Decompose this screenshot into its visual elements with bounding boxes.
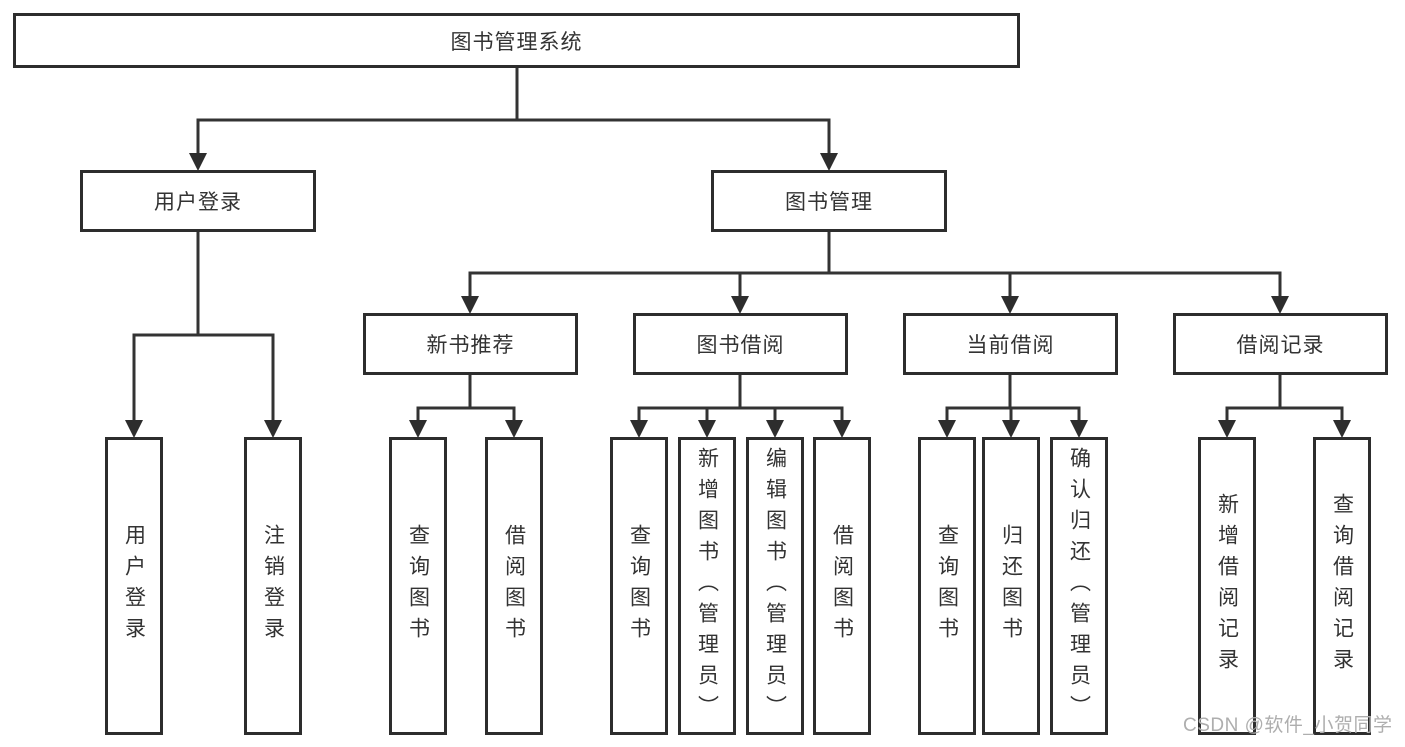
arrowhead xyxy=(630,420,648,438)
arrowhead xyxy=(461,296,479,314)
node-leaf-query-books-recommend: 查询图书 xyxy=(389,437,447,735)
connector-new-book-recommend-to-children xyxy=(416,373,516,425)
arrowhead xyxy=(125,420,143,438)
node-leaf-logout: 注销登录 xyxy=(244,437,302,735)
arrowhead xyxy=(1070,420,1088,438)
arrowhead xyxy=(505,420,523,438)
arrowhead xyxy=(766,420,784,438)
connector-book-management-to-level3 xyxy=(468,230,1282,301)
node-leaf-query-books-current: 查询图书 xyxy=(918,437,976,735)
arrowhead xyxy=(189,153,207,171)
node-leaf-user-login: 用户登录 xyxy=(105,437,163,735)
arrowhead xyxy=(833,420,851,438)
node-leaf-add-borrow-record: 新增借阅记录 xyxy=(1198,437,1256,735)
arrowhead xyxy=(1002,420,1020,438)
connector-root-to-level2 xyxy=(196,66,831,158)
csdn-watermark: CSDN @软件_小贺同学 xyxy=(1183,715,1393,736)
node-current-borrow: 当前借阅 xyxy=(903,313,1118,375)
arrowhead xyxy=(820,153,838,171)
node-new-book-recommend: 新书推荐 xyxy=(363,313,578,375)
arrowhead xyxy=(938,420,956,438)
node-leaf-return-books: 归还图书 xyxy=(982,437,1040,735)
node-leaf-query-books-borrow: 查询图书 xyxy=(610,437,668,735)
arrowhead xyxy=(1001,296,1019,314)
node-book-management: 图书管理 xyxy=(711,170,947,232)
connector-user-login-to-children xyxy=(132,230,275,425)
node-library-management-system: 图书管理系统 xyxy=(13,13,1020,68)
arrowhead xyxy=(698,420,716,438)
arrowhead xyxy=(1271,296,1289,314)
arrowhead xyxy=(731,296,749,314)
arrowhead xyxy=(1218,420,1236,438)
node-user-login: 用户登录 xyxy=(80,170,316,232)
node-book-borrow: 图书借阅 xyxy=(633,313,848,375)
node-borrow-records: 借阅记录 xyxy=(1173,313,1388,375)
arrowhead xyxy=(409,420,427,438)
node-leaf-borrow-books: 借阅图书 xyxy=(813,437,871,735)
connector-borrow-records-to-children xyxy=(1225,373,1344,425)
arrowhead xyxy=(264,420,282,438)
node-leaf-query-borrow-record: 查询借阅记录 xyxy=(1313,437,1371,735)
node-leaf-confirm-return-admin: 确认归还（管理员） xyxy=(1050,437,1108,735)
arrowheads xyxy=(125,153,1351,438)
node-leaf-borrow-books-recommend: 借阅图书 xyxy=(485,437,543,735)
node-leaf-edit-books-admin: 编辑图书（管理员） xyxy=(746,437,804,735)
connector-book-borrow-to-children xyxy=(637,373,844,425)
arrowhead xyxy=(1333,420,1351,438)
connector-current-borrow-to-children xyxy=(945,373,1081,425)
node-leaf-add-books-admin: 新增图书（管理员） xyxy=(678,437,736,735)
